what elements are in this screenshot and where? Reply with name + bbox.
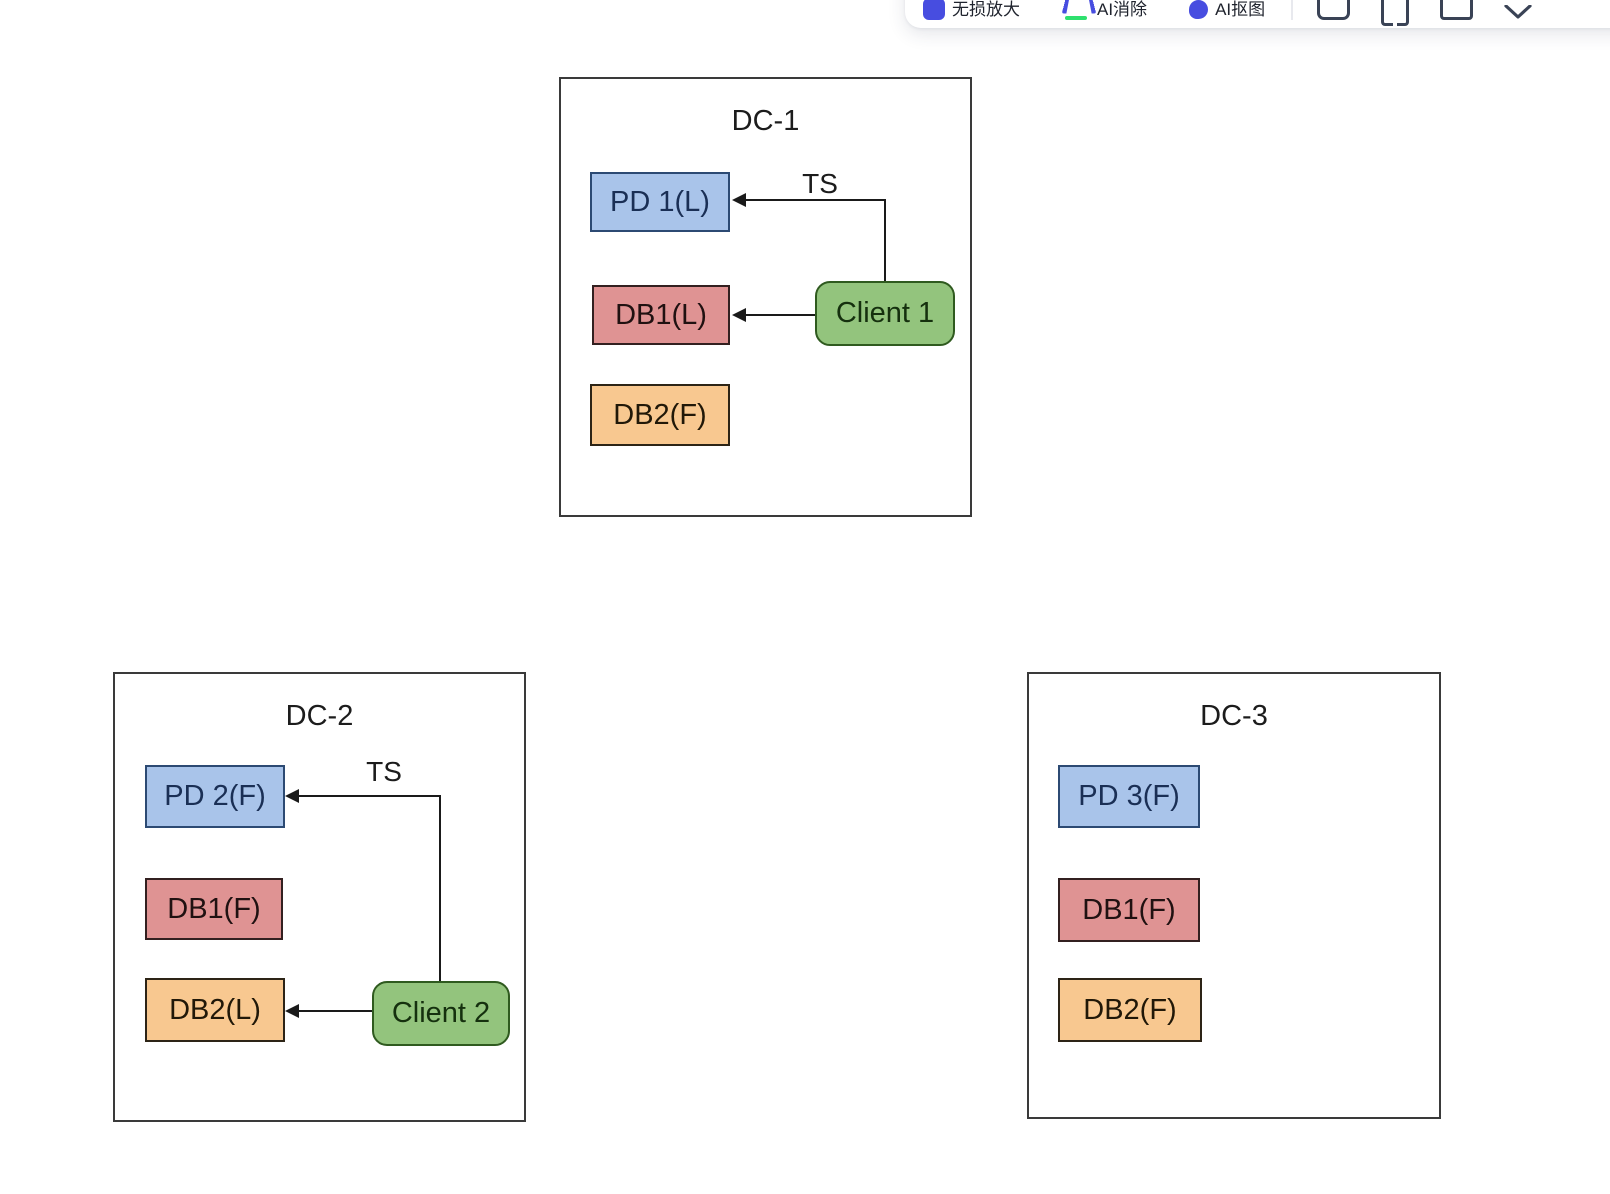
node-db1-dc1: DB1(L) (592, 285, 730, 345)
ai-cutout-icon (1189, 0, 1209, 19)
cluster-title: DC-1 (731, 105, 800, 137)
chevron-down-icon (1504, 5, 1532, 19)
card-view-button[interactable] (1317, 0, 1351, 20)
upscale-tool-button[interactable]: 无损放大 (923, 0, 1020, 20)
window-icon (1440, 0, 1474, 20)
fullscreen-brackets-icon (1380, 0, 1410, 26)
node-db2-dc3: DB2(F) (1058, 978, 1202, 1042)
tool-label: AI消除 (1097, 0, 1148, 19)
tool-label: 无损放大 (952, 0, 1020, 19)
tool-label: AI抠图 (1215, 0, 1266, 19)
ai-erase-icon (1061, 0, 1097, 20)
card-icon (1317, 0, 1351, 20)
collapse-button[interactable] (1503, 5, 1533, 20)
ts-label-dc2: TS (366, 756, 402, 787)
node-db2-dc2: DB2(L) (145, 978, 285, 1042)
cluster-title: DC-2 (285, 700, 354, 732)
toolbar-divider (1291, 0, 1294, 20)
fullscreen-button[interactable] (1380, 0, 1410, 26)
node-db1-dc3: DB1(F) (1058, 878, 1200, 942)
node-client1: Client 1 (815, 281, 955, 346)
cluster-title: DC-3 (1200, 700, 1268, 732)
upscale-icon (923, 0, 945, 20)
node-db1-dc2: DB1(F) (145, 878, 283, 940)
node-pd2: PD 2(F) (145, 765, 285, 828)
node-pd3: PD 3(F) (1058, 765, 1200, 828)
ai-erase-tool-button[interactable]: AI消除 (1061, 0, 1148, 20)
image-tools-toolbar: 无损放大 AI消除 AI抠图 (905, 0, 1610, 28)
node-client2: Client 2 (372, 981, 510, 1046)
window-button[interactable] (1440, 0, 1474, 20)
ai-cutout-tool-button[interactable]: AI抠图 (1189, 0, 1265, 20)
node-pd1: PD 1(L) (590, 172, 730, 232)
ts-label-dc1: TS (802, 168, 838, 199)
node-db2-dc1: DB2(F) (590, 384, 730, 446)
